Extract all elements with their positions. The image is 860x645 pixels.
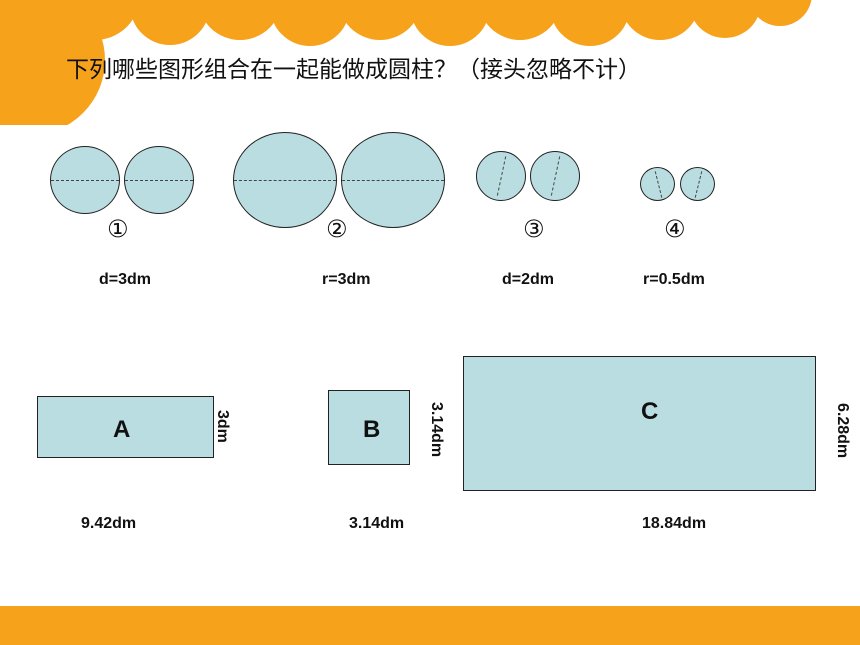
rectangle-c: [463, 356, 816, 491]
circle-4b: [680, 167, 715, 201]
rectangle-c-width: 18.84dm: [642, 515, 707, 532]
marker-2: ②: [326, 215, 348, 243]
marker-1: ①: [107, 215, 129, 243]
rectangle-b: [328, 390, 410, 465]
rectangle-c-height: 6.28dm: [834, 403, 851, 459]
rectangle-b-height: 3.14dm: [428, 402, 445, 458]
dimension-2: r=3dm: [322, 271, 371, 288]
rectangle-a-label: A: [113, 416, 131, 443]
question-text: 下列哪些图形组合在一起能做成圆柱？（接头忽略不计）: [66, 57, 641, 83]
dimension-1: d=3dm: [99, 271, 152, 288]
rectangle-b-width: 3.14dm: [349, 515, 405, 532]
header-decoration: [0, 0, 812, 125]
rectangle-b-label: B: [363, 416, 381, 443]
rectangle-c-label: C: [641, 398, 659, 425]
rectangle-a-height: 3dm: [214, 410, 231, 443]
circle-2b: [341, 132, 445, 228]
marker-3: ③: [523, 215, 545, 243]
dimension-3: d=2dm: [502, 271, 555, 288]
dimension-4: r=0.5dm: [643, 271, 705, 288]
circle-2a: [233, 132, 337, 228]
circle-3b: [530, 151, 580, 201]
marker-4: ④: [664, 215, 686, 243]
footer-bar: [0, 606, 860, 645]
rectangle-a: [37, 396, 214, 458]
circle-4a: [640, 167, 675, 201]
circle-1a: [50, 146, 120, 214]
circle-1b: [124, 146, 194, 214]
circle-3a: [476, 151, 526, 201]
rectangle-a-width: 9.42dm: [81, 515, 137, 532]
